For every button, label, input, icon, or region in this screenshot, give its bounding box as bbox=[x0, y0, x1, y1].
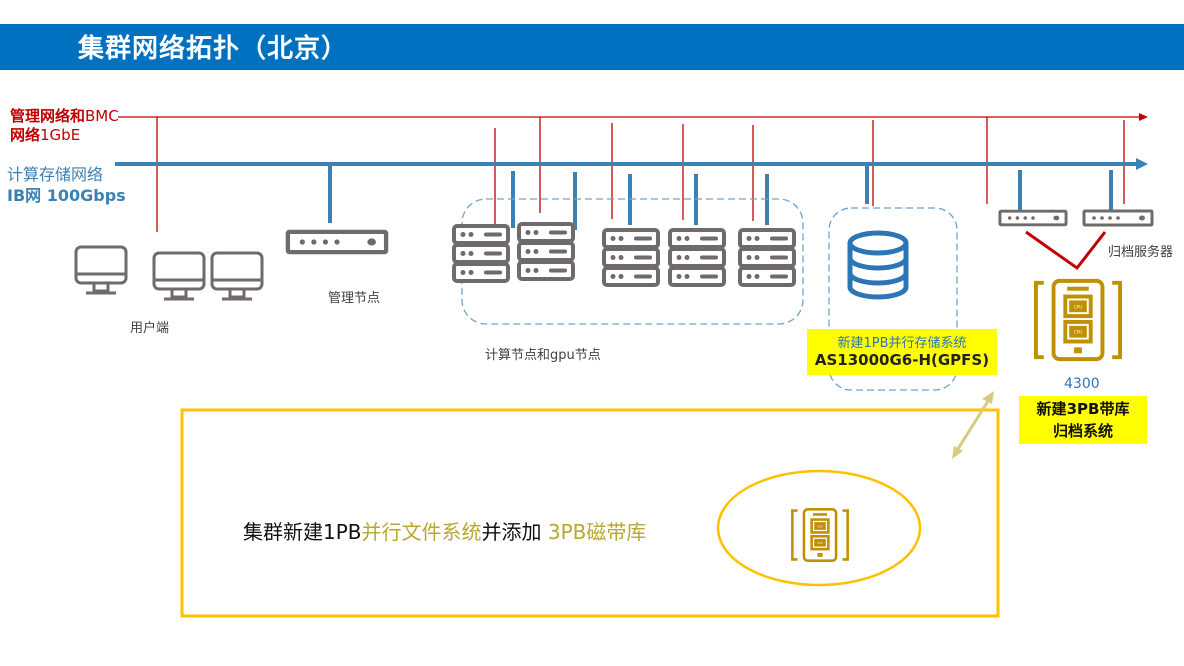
archive-server-icon bbox=[998, 209, 1068, 227]
mgmt-network-label: 管理网络和BMC 网络1GbE bbox=[10, 107, 119, 145]
mgmt-label-rest: BMC bbox=[85, 107, 119, 125]
summary-box bbox=[180, 408, 1000, 618]
tape-label: 新建3PB带库 归档系统 bbox=[1019, 396, 1147, 444]
summary-ellipse bbox=[716, 469, 922, 587]
compute-group-outline bbox=[461, 198, 804, 325]
tape-model: 4300 bbox=[1064, 376, 1100, 392]
mgmt-label2-rest: 1GbE bbox=[40, 126, 81, 144]
ib-label2: IB网 100Gbps bbox=[7, 186, 126, 205]
summary-part4: 3PB磁带库 bbox=[547, 520, 647, 544]
server-icon bbox=[668, 228, 726, 287]
tape-library-icon bbox=[791, 508, 849, 562]
monitor-icon bbox=[74, 245, 128, 295]
server-icon bbox=[517, 222, 575, 281]
storage-group-outline bbox=[828, 207, 958, 391]
monitor-icon bbox=[210, 251, 264, 301]
summary-text: 集群新建1PB并行文件系统并添加 3PB磁带库 bbox=[243, 516, 646, 545]
database-icon bbox=[847, 230, 909, 300]
users-label: 用户端 bbox=[130, 321, 170, 336]
monitor-icon bbox=[152, 251, 206, 301]
ib-label: 计算存储网络 bbox=[7, 165, 104, 184]
bidirectional-arrow bbox=[952, 391, 994, 459]
tape-line1-post: 带库 bbox=[1099, 400, 1130, 418]
storage-line2: AS13000G6-H(GPFS) bbox=[814, 351, 990, 369]
storage-line1: 新建1PB并行存储系统 bbox=[837, 336, 967, 351]
summary-part2: 并行文件系统 bbox=[361, 520, 482, 544]
mgmt-label-bold: 管理网络和 bbox=[10, 107, 86, 125]
summary-part3: 并添加 bbox=[481, 520, 548, 544]
server-icon bbox=[452, 224, 510, 283]
ib-network-label: 计算存储网络 IB网 100Gbps bbox=[7, 164, 126, 206]
compute-label: 计算节点和gpu节点 bbox=[485, 348, 601, 363]
server-icon bbox=[602, 228, 660, 287]
tape-library-icon bbox=[1034, 278, 1122, 362]
archive-link bbox=[1025, 230, 1107, 271]
tape-line1-bold: 3PB bbox=[1066, 400, 1100, 418]
tape-line1-pre: 新建 bbox=[1036, 400, 1067, 418]
management-node-icon bbox=[288, 232, 386, 252]
mgmt-network-bus bbox=[118, 113, 1148, 232]
title-banner bbox=[0, 24, 1184, 70]
ib-network-bus bbox=[115, 158, 1148, 230]
archive-servers-label: 归档服务器 bbox=[1108, 245, 1174, 260]
tape-line2: 归档系统 bbox=[1052, 422, 1113, 440]
server-icon bbox=[738, 228, 796, 287]
storage-label: 新建1PB并行存储系统 AS13000G6-H(GPFS) bbox=[807, 329, 997, 375]
summary-part1: 集群新建1PB bbox=[243, 520, 362, 544]
mgmt-label2-bold: 网络 bbox=[10, 126, 41, 144]
mgmt-node-label: 管理节点 bbox=[328, 291, 381, 306]
archive-server-icon bbox=[1082, 209, 1154, 227]
page-title: 集群网络拓扑（北京） bbox=[78, 34, 349, 64]
